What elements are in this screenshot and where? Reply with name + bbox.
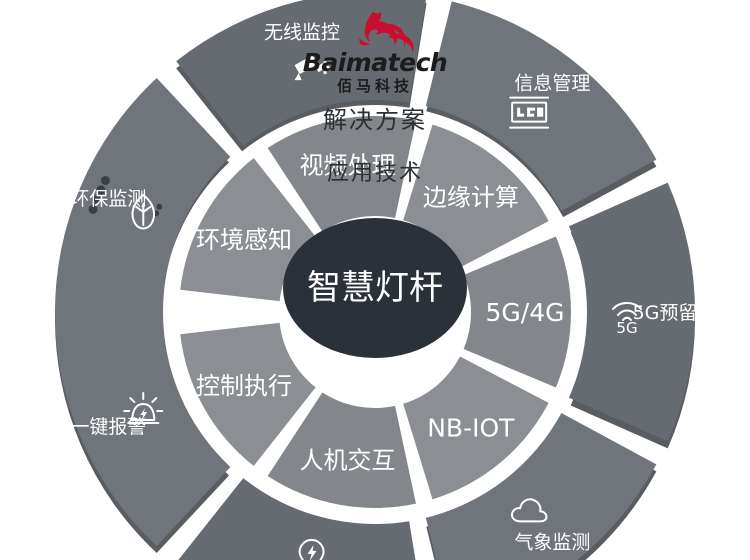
outer-ring-icons: 5G <box>123 55 642 560</box>
inner-ring-segment[interactable] <box>267 392 416 508</box>
outer-ring-segment-label: 一键报警 <box>70 416 146 438</box>
inner-ring-segment-label: 视频处理 <box>299 152 395 180</box>
arc-dot <box>96 185 106 195</box>
center-hub: 智慧灯杆 <box>283 218 467 358</box>
inner-ring-segment[interactable] <box>180 158 316 302</box>
arc-dot <box>100 175 110 185</box>
outer-ring-segment[interactable] <box>176 478 426 560</box>
outer-ring-segment-label: 信息管理 <box>514 73 590 95</box>
center-label: 智慧灯杆 <box>307 268 443 308</box>
inner-ring-segment-label: 控制执行 <box>196 372 292 400</box>
inner-ring-segment-label: 5G/4G <box>486 298 565 327</box>
outer-ring-segment[interactable] <box>54 308 231 546</box>
alarm-siren-icon <box>123 392 164 425</box>
inner-ring-segments <box>180 115 571 508</box>
center-circle[interactable] <box>283 218 467 358</box>
inner-ring-segment-label: 人机交互 <box>299 446 395 474</box>
wifi-5g-icon: 5G <box>612 302 642 337</box>
arc-label-technology: 应用技术 <box>326 161 423 186</box>
inner-ring-segment[interactable] <box>403 124 549 268</box>
inner-ring-segment-label: 边缘计算 <box>423 184 519 212</box>
inner-ring-segment[interactable] <box>403 356 549 500</box>
leaf-icon <box>131 193 156 230</box>
outer-ring-segment[interactable] <box>425 1 657 212</box>
arc-dot <box>88 204 98 214</box>
inner-ring-segment[interactable] <box>463 236 571 388</box>
lightbulb-bolt-icon <box>298 538 325 560</box>
led-display-icon <box>509 96 550 129</box>
inner-ring-segment[interactable] <box>180 322 316 466</box>
inner-ring-segment[interactable] <box>267 115 416 232</box>
arc-dot <box>156 203 163 210</box>
outer-ring-segment-label: 无线监控 <box>264 21 340 43</box>
outer-ring-segment-label: 环保监测 <box>70 188 146 210</box>
svg-text:5G: 5G <box>616 319 637 337</box>
outer-ring-segment-label: 5G预留 <box>633 302 698 324</box>
dotted-arcs <box>88 175 163 217</box>
cloud-icon <box>510 498 548 523</box>
inner-ring-segment-label: NB-IOT <box>427 413 515 442</box>
arc-label-solution: 解决方案 <box>323 106 427 134</box>
cctv-camera-icon <box>294 55 330 81</box>
outer-ring-segment[interactable] <box>55 78 231 316</box>
inner-ring-segment-label: 环境感知 <box>196 226 292 254</box>
outer-ring-segment-label: 气象监测 <box>514 531 590 553</box>
arc-dot <box>92 195 102 205</box>
outer-ring-segment[interactable] <box>425 412 657 560</box>
